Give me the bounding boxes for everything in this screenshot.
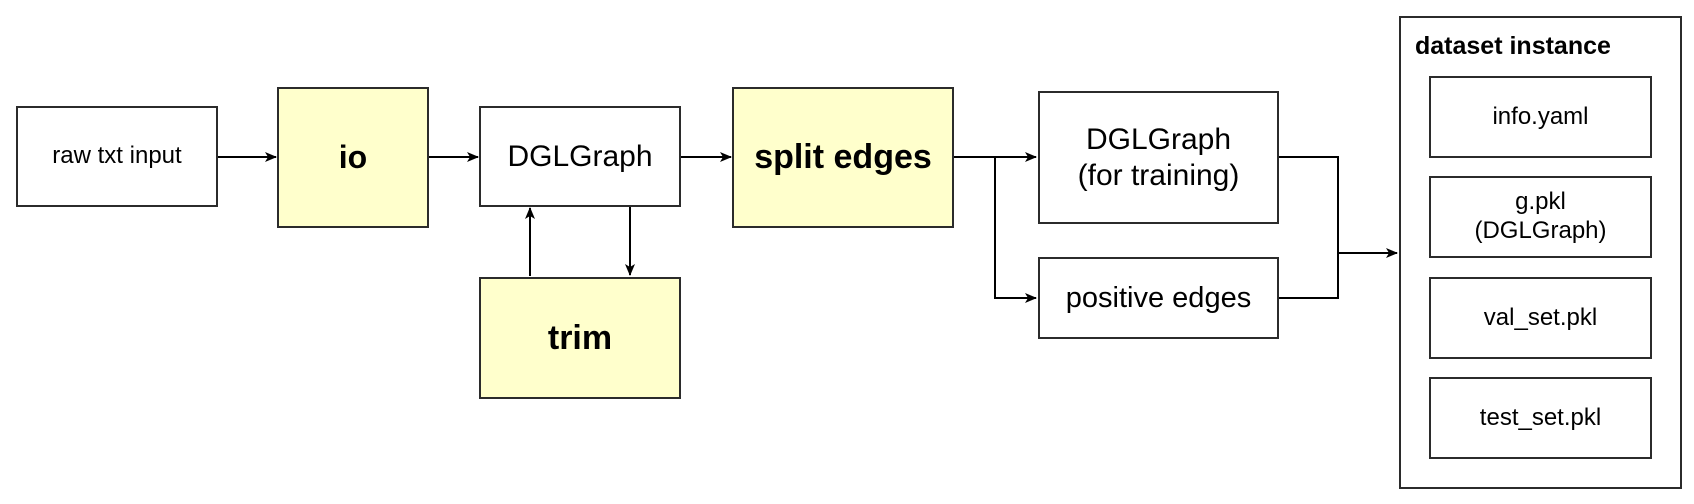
- file-box-val-set-pkl: val_set.pkl: [1429, 277, 1652, 359]
- split-edges-process-box: split edges: [732, 87, 954, 228]
- line-training-to-merge: [1278, 156, 1339, 299]
- dataset-instance-title: dataset instance: [1415, 32, 1611, 60]
- io-process-box: io: [277, 87, 429, 228]
- arrow-split-to-positive: [994, 157, 1037, 303]
- file-box-info-yaml: info.yaml: [1429, 76, 1652, 158]
- dglgraph-box: DGLGraph: [479, 106, 681, 207]
- file-box-test-set-pkl: test_set.pkl: [1429, 377, 1652, 459]
- positive-edges-box: positive edges: [1038, 257, 1279, 339]
- dglgraph-training-box: DGLGraph (for training): [1038, 91, 1279, 224]
- trim-process-box: trim: [479, 277, 681, 399]
- raw-input-box: raw txt input: [16, 106, 218, 207]
- file-box-g-pkl: g.pkl (DGLGraph): [1429, 176, 1652, 258]
